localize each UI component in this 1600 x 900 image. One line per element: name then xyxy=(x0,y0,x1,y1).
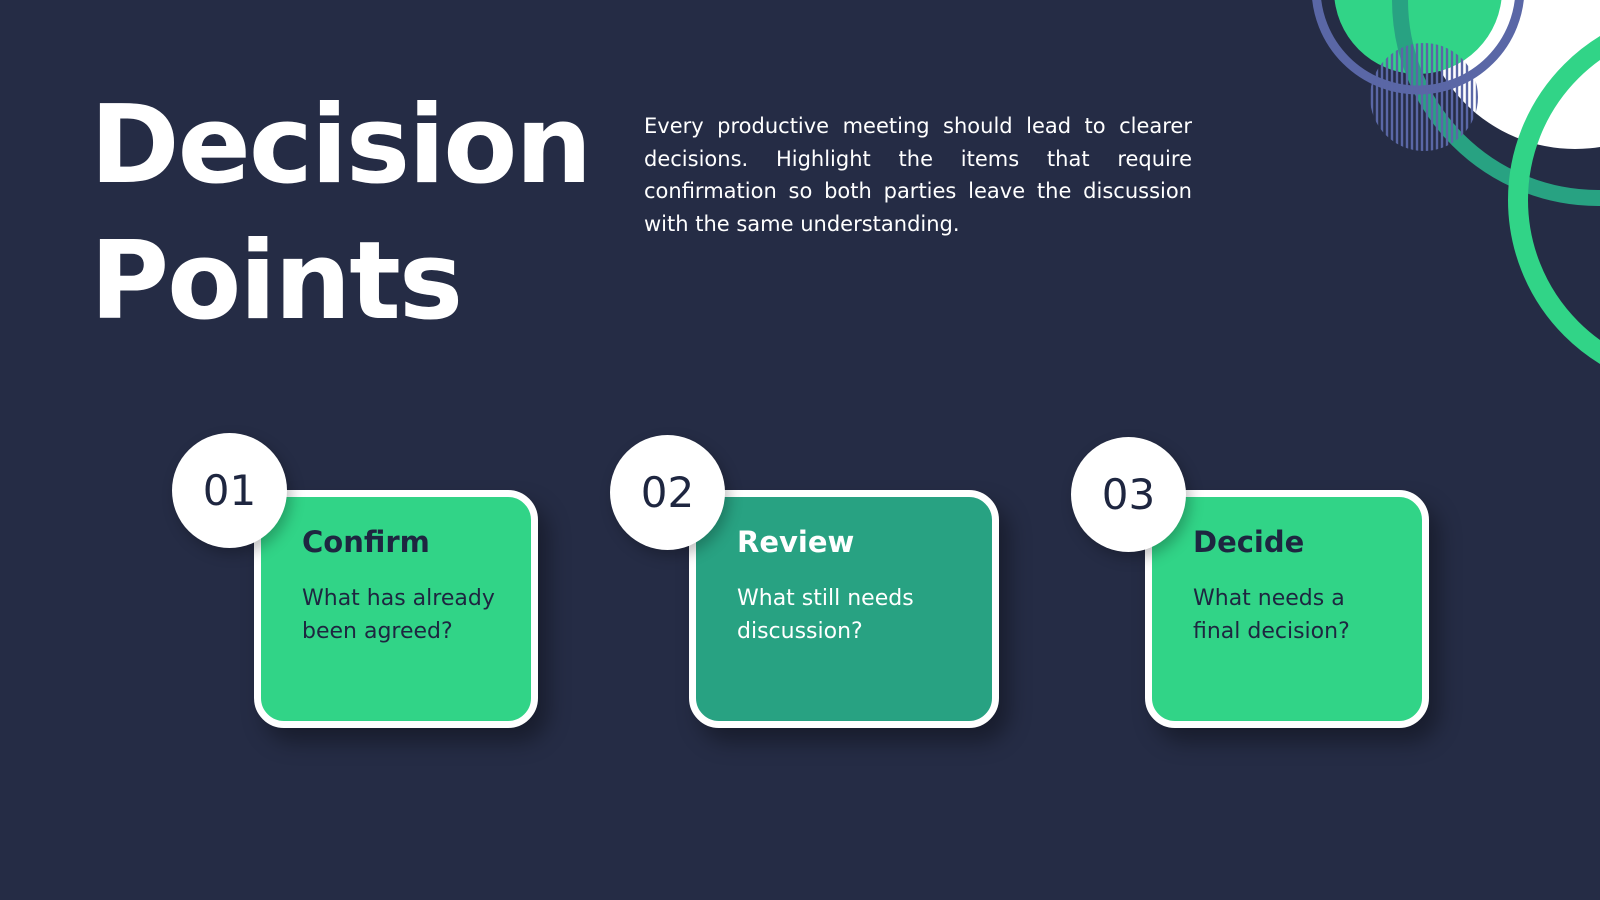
decorative-circles-graphic xyxy=(1312,0,1600,364)
card-review: Review What still needs discussion? xyxy=(689,490,999,728)
title-line-1: Decision xyxy=(90,83,592,208)
card-heading: Review xyxy=(737,525,855,559)
teal-ring-shape xyxy=(1392,0,1600,206)
green-disc-shape xyxy=(1334,0,1502,74)
card-decide: Decide What needs a final decision? xyxy=(1145,490,1429,728)
step-number-badge: 03 xyxy=(1071,437,1186,552)
intro-paragraph: Every productive meeting should lead to … xyxy=(644,114,1192,236)
step-number-badge: 01 xyxy=(172,433,287,548)
step-number-badge: 02 xyxy=(610,435,725,550)
card-description: What has already been agreed? xyxy=(302,586,495,644)
card-heading: Decide xyxy=(1193,525,1305,559)
card-description: What needs a final decision? xyxy=(1193,586,1350,644)
green-ring-shape xyxy=(1508,36,1600,364)
card-confirm: Confirm What has already been agreed? xyxy=(254,490,538,728)
page-title: Decision Points xyxy=(90,78,592,350)
card-description: What still needs discussion? xyxy=(737,586,914,644)
title-line-2: Points xyxy=(90,219,463,344)
card-heading: Confirm xyxy=(302,525,430,559)
